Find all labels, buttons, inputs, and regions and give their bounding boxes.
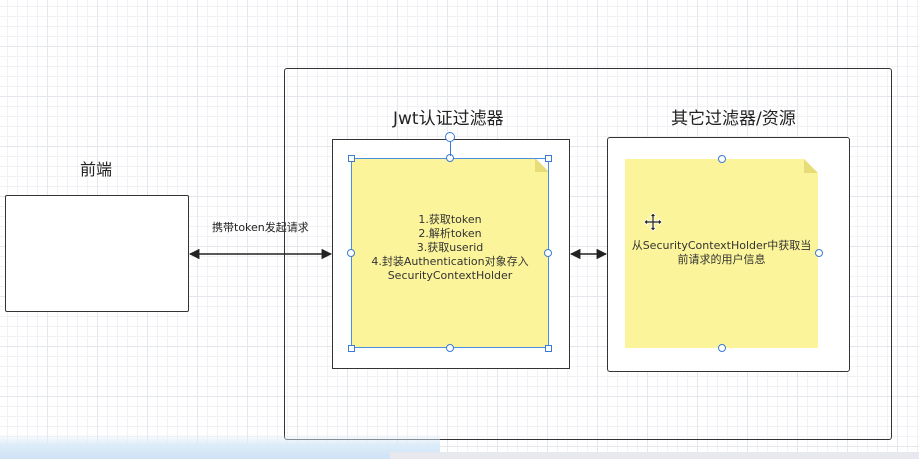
other-connection-top[interactable] (718, 155, 726, 163)
jwt-note-line: 2.解析token (418, 227, 482, 240)
jwt-note-line: SecurityContextHolder (387, 269, 513, 282)
other-connection-bottom[interactable] (718, 344, 726, 352)
frontend-box[interactable] (5, 195, 189, 312)
jwt-note-line: 1.获取token (418, 213, 482, 226)
connection-handle-bottom[interactable] (446, 344, 454, 352)
connection-handle-right[interactable] (544, 249, 552, 257)
bottom-wave-decoration (0, 434, 440, 459)
jwt-note-text: 1.获取token 2.解析token 3.获取userid 4.封装Authe… (351, 213, 549, 283)
jwt-note-line: 3.获取userid (416, 241, 484, 254)
resize-handle-top-right[interactable] (545, 155, 552, 162)
move-cursor-icon (643, 212, 663, 232)
horizontal-scrollbar[interactable] (390, 452, 919, 459)
jwt-filter-note[interactable]: 1.获取token 2.解析token 3.获取userid 4.封装Authe… (351, 158, 549, 348)
jwt-note-line: 4.封装Authentication对象存入 (371, 255, 529, 268)
other-connection-right[interactable] (815, 249, 823, 257)
connection-handle-left[interactable] (347, 249, 355, 257)
rotate-handle[interactable] (445, 132, 455, 142)
jwt-filter-title: Jwt认证过滤器 (393, 109, 504, 129)
other-filters-note[interactable]: 从SecurityContextHolder中获取当 前请求的用户信息 (625, 159, 818, 348)
other-note-line: 从SecurityContextHolder中获取当 (631, 239, 812, 252)
rotate-handle-stem (450, 141, 451, 156)
other-filters-title: 其它过滤器/资源 (671, 109, 796, 129)
other-note-text: 从SecurityContextHolder中获取当 前请求的用户信息 (625, 239, 818, 267)
resize-handle-top-left[interactable] (348, 155, 355, 162)
frontend-label: 前端 (80, 160, 113, 179)
resize-handle-bottom-left[interactable] (348, 345, 355, 352)
resize-handle-bottom-right[interactable] (545, 345, 552, 352)
other-note-line: 前请求的用户信息 (677, 253, 766, 266)
